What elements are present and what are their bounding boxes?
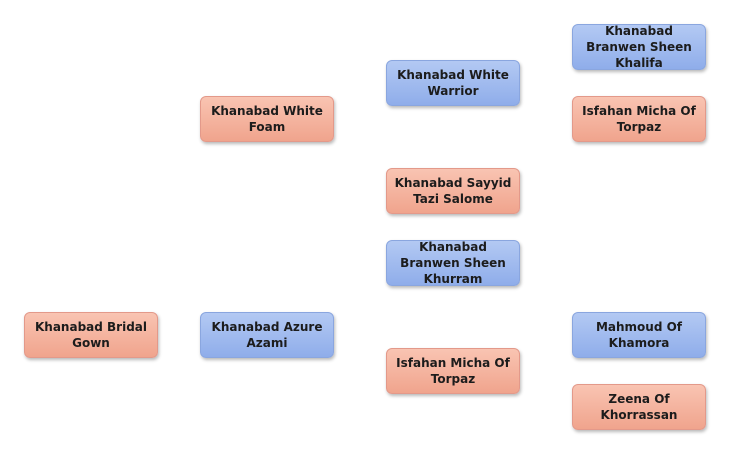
node-label: Khanabad Sayyid Tazi Salome	[394, 176, 512, 206]
node-label: Khanabad White Warrior	[397, 68, 509, 98]
node-label: Khanabad Branwen Sheen Khurram	[400, 240, 506, 286]
node-dam-sire-sire[interactable]: Khanabad Branwen Sheen Khalifa	[572, 24, 706, 70]
node-subject[interactable]: Khanabad Bridal Gown	[24, 312, 158, 358]
node-label: Zeena Of Khorrassan	[600, 392, 678, 422]
node-dam-sire[interactable]: Khanabad White Warrior	[386, 60, 520, 106]
node-sire[interactable]: Khanabad Azure Azami	[200, 312, 334, 358]
node-dam-sire-dam[interactable]: Isfahan Micha Of Torpaz	[572, 96, 706, 142]
node-label: Khanabad White Foam	[211, 104, 323, 134]
node-dam-dam[interactable]: Khanabad Sayyid Tazi Salome	[386, 168, 520, 214]
node-sire-dam[interactable]: Isfahan Micha Of Torpaz	[386, 348, 520, 394]
node-dam[interactable]: Khanabad White Foam	[200, 96, 334, 142]
node-label: Khanabad Bridal Gown	[34, 320, 147, 350]
node-label: Khanabad Azure Azami	[211, 320, 323, 350]
node-sire-sire[interactable]: Khanabad Branwen Sheen Khurram	[386, 240, 520, 286]
node-label: Mahmoud Of Khamora	[595, 320, 683, 350]
node-sire-dam-sire[interactable]: Mahmoud Of Khamora	[572, 312, 706, 358]
node-label: Khanabad Branwen Sheen Khalifa	[586, 24, 692, 70]
node-label: Isfahan Micha Of Torpaz	[396, 356, 510, 386]
node-label: Isfahan Micha Of Torpaz	[582, 104, 696, 134]
node-sire-dam-dam[interactable]: Zeena Of Khorrassan	[572, 384, 706, 430]
